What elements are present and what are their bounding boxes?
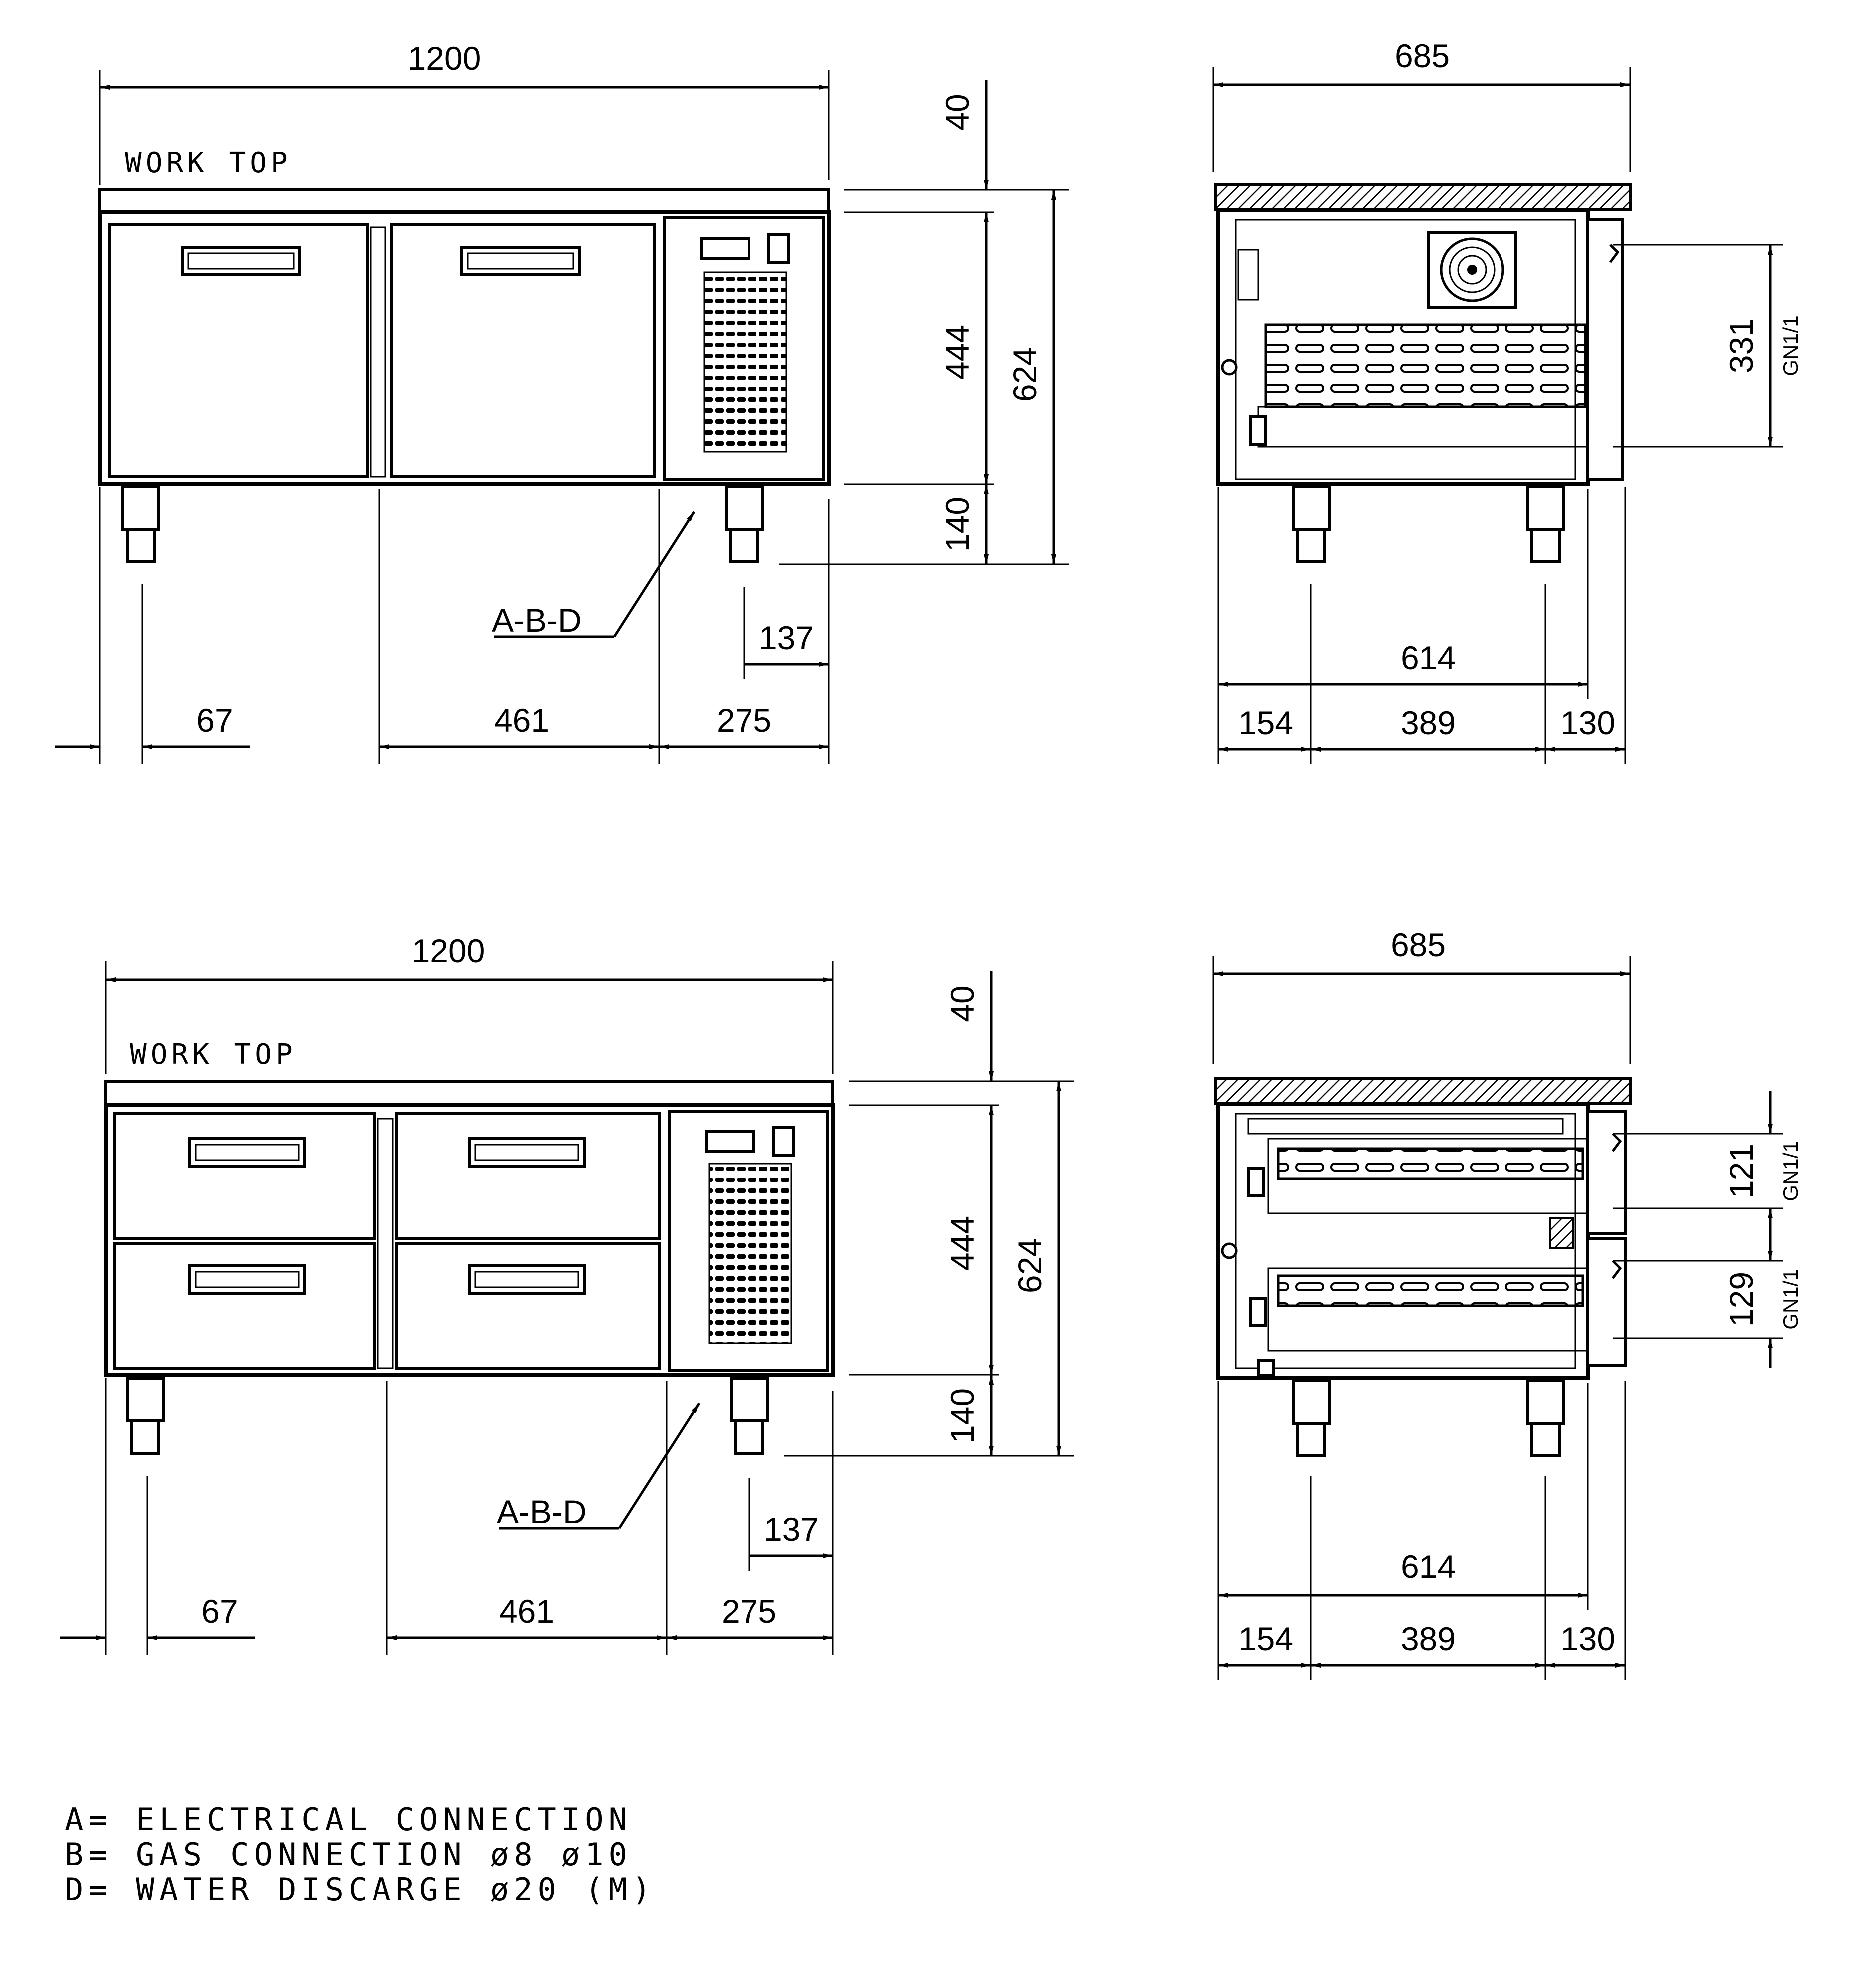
connection-label: A-B-D — [497, 1493, 587, 1530]
worktop — [104, 1080, 834, 1107]
leg — [121, 485, 160, 531]
side-view-doors: 685 331 GN1/1 614 — [1212, 37, 1802, 764]
dim-461: 461 — [499, 1593, 554, 1630]
leg — [126, 1377, 165, 1422]
door-handle — [460, 246, 581, 276]
gn-tray — [1277, 1274, 1584, 1307]
dim-154: 154 — [1238, 1620, 1293, 1657]
dim-389: 389 — [1401, 1620, 1456, 1657]
worktop-section — [1214, 183, 1632, 211]
offset-137-dimension: 137 — [759, 619, 814, 656]
drawer-bottom-left — [113, 1242, 376, 1370]
front-view-doors: 1200 WORK TOP 40 444 624 — [55, 40, 1069, 764]
front-view-drawers: 1200 WORK TOP 40 — [60, 932, 1074, 1655]
gn1-label: GN1/1 — [1779, 1141, 1802, 1201]
height-mid-dimension: 444 — [939, 325, 976, 380]
width-dimension: 1200 — [408, 40, 481, 77]
cabinet-body — [104, 1103, 835, 1377]
leg — [1526, 1379, 1565, 1425]
height-total-dimension: 624 — [1011, 1238, 1048, 1293]
height-total-dimension: 624 — [1006, 347, 1043, 402]
display — [705, 1130, 755, 1153]
leg — [730, 1377, 769, 1422]
legend-gas: B= GAS CONNECTION ø8 ø10 — [65, 1836, 632, 1873]
leg — [1292, 485, 1331, 531]
width-dimension: 1200 — [412, 932, 485, 969]
drawer-top-left — [113, 1112, 376, 1240]
height-top-dimension: 40 — [944, 985, 981, 1022]
offset-137-dimension: 137 — [764, 1511, 819, 1548]
leg — [725, 485, 764, 531]
gn2-height-dimension: 129 — [1723, 1272, 1760, 1327]
dim-67: 67 — [196, 702, 233, 739]
leg — [1292, 1379, 1331, 1425]
dim-275: 275 — [717, 702, 771, 739]
legend: A= ELECTRICAL CONNECTION B= GAS CONNECTI… — [65, 1801, 656, 1908]
dim-614: 614 — [1401, 1548, 1456, 1585]
dim-130: 130 — [1560, 1620, 1615, 1657]
gn2-label: GN1/1 — [1779, 1269, 1802, 1329]
depth-dimension: 685 — [1395, 37, 1450, 74]
drawer-front-profile — [1586, 1237, 1627, 1367]
cabinet-body — [98, 210, 831, 486]
drawer-top-right — [395, 1112, 661, 1240]
height-top-dimension: 40 — [939, 94, 976, 130]
side-view-drawers: 685 121 GN1/1 129 GN1/1 — [1212, 926, 1802, 1680]
dim-614: 614 — [1401, 639, 1456, 676]
drawer-handle — [468, 1137, 586, 1168]
connection-label: A-B-D — [492, 602, 582, 639]
drawer-handle — [188, 1264, 306, 1295]
legend-electrical: A= ELECTRICAL CONNECTION — [65, 1801, 632, 1838]
gn-tray — [1277, 1147, 1584, 1180]
fan-icon — [1440, 237, 1504, 302]
gn-height-dimension: 331 — [1723, 318, 1760, 373]
side-body — [1216, 1102, 1590, 1380]
door-profile — [1586, 218, 1624, 481]
gn-tray — [1264, 323, 1587, 408]
dim-275: 275 — [722, 1593, 776, 1630]
gn1-height-dimension: 121 — [1723, 1144, 1760, 1198]
display — [700, 237, 750, 260]
height-bottom-dimension: 140 — [944, 1388, 981, 1443]
vent-grille — [703, 271, 787, 453]
gn-label: GN1/1 — [1779, 315, 1802, 376]
leg — [1526, 485, 1565, 531]
depth-dimension: 685 — [1391, 926, 1446, 963]
power-switch — [767, 233, 790, 264]
worktop-section — [1214, 1077, 1632, 1105]
dim-461: 461 — [494, 702, 549, 739]
dim-67: 67 — [201, 1593, 238, 1630]
runner — [1549, 1217, 1574, 1249]
door-handle — [181, 246, 301, 276]
dim-130: 130 — [1560, 704, 1615, 741]
power-switch — [772, 1126, 795, 1157]
height-mid-dimension: 444 — [944, 1216, 981, 1271]
worktop-label: WORK TOP — [125, 147, 292, 179]
dim-154: 154 — [1238, 704, 1293, 741]
drawer-handle — [188, 1137, 306, 1168]
legend-water: D= WATER DISCARGE ø20 (M) — [65, 1871, 656, 1908]
worktop — [98, 188, 830, 214]
dim-389: 389 — [1401, 704, 1456, 741]
height-bottom-dimension: 140 — [939, 497, 976, 552]
drawer-front-profile — [1586, 1110, 1627, 1235]
vent-grille — [708, 1163, 792, 1344]
drawer-handle — [468, 1264, 586, 1295]
drawer-bottom-right — [395, 1242, 661, 1370]
worktop-label: WORK TOP — [130, 1038, 297, 1071]
